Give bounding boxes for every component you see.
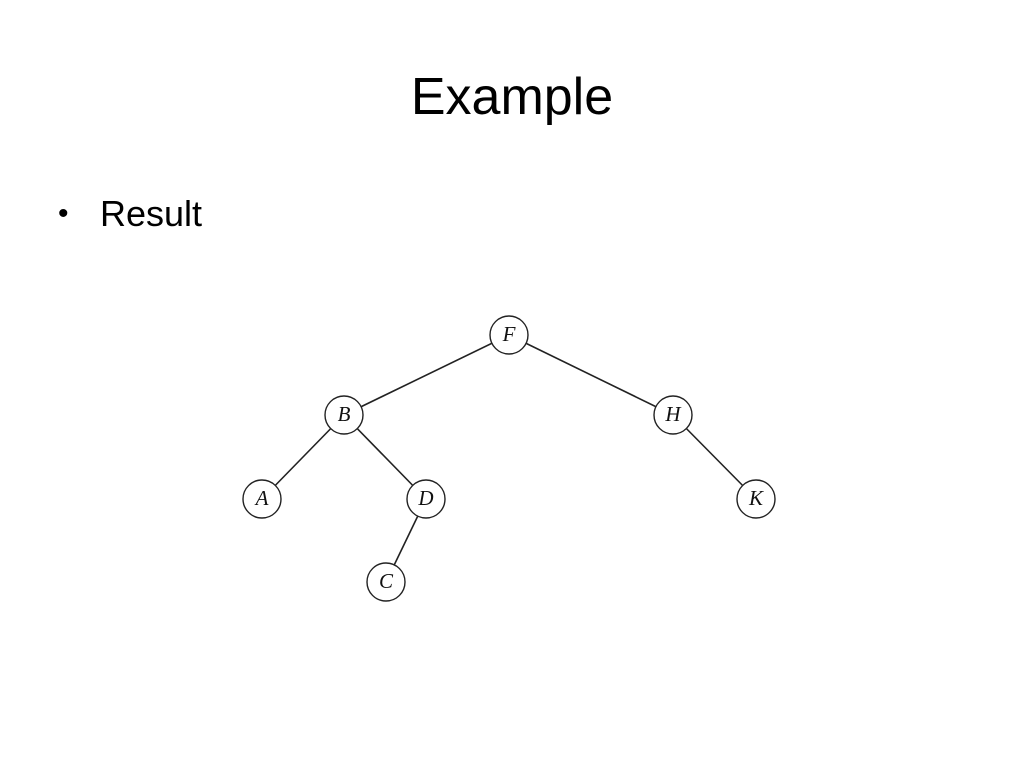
tree-node-circle	[489, 315, 529, 355]
tree-node-label: A	[254, 486, 269, 510]
tree-node-c: C	[366, 562, 406, 602]
tree-node-label: C	[379, 569, 394, 593]
tree-node-circle	[406, 479, 446, 519]
tree-nodes: F B H A D K C	[242, 315, 776, 602]
tree-node-circle	[653, 395, 693, 435]
tree-node-d: D	[406, 479, 446, 519]
tree-node-label: H	[664, 402, 682, 426]
tree-node-label: F	[502, 322, 516, 346]
bullet-item: • Result	[58, 190, 202, 238]
tree-edge-f-b	[343, 334, 510, 416]
tree-node-a: A	[242, 479, 282, 519]
tree-node-label: D	[417, 486, 433, 510]
tree-node-label: B	[338, 402, 351, 426]
tree-node-circle	[736, 479, 776, 519]
tree-edge-f-h	[508, 334, 674, 416]
tree-node-circle	[242, 479, 282, 519]
tree-node-k: K	[736, 479, 776, 519]
bullet-list: • Result	[58, 190, 202, 238]
tree-edges	[261, 334, 757, 583]
tree-node-f: F	[489, 315, 529, 355]
tree-node-label: K	[748, 486, 764, 510]
tree-node-b: B	[324, 395, 364, 435]
bullet-text: Result	[100, 193, 203, 234]
tree-node-circle	[366, 562, 406, 602]
tree-node-circle	[324, 395, 364, 435]
bullet-icon: •	[58, 197, 69, 230]
tree-node-h: H	[653, 395, 693, 435]
slide-title: Example	[410, 68, 614, 126]
